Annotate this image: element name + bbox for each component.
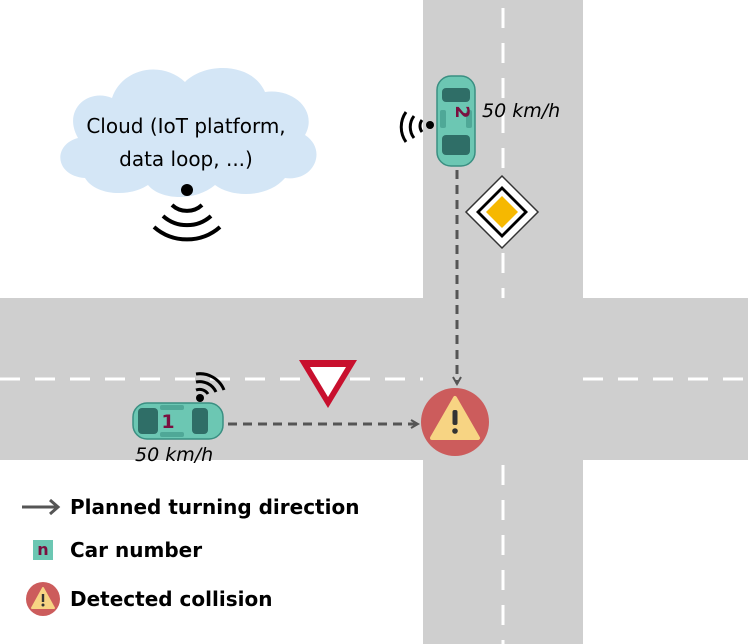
warning-icon	[430, 396, 480, 440]
legend-label-planned-direction: Planned turning direction	[70, 495, 360, 519]
legend-label-collision: Detected collision	[70, 587, 273, 611]
priority-road-sign-icon	[464, 174, 540, 250]
cloud-label-line1: Cloud (IoT platform,	[86, 114, 285, 138]
wifi-signal-icon	[152, 184, 222, 242]
legend-row-collision: Detected collision	[0, 582, 420, 616]
car-2-speed: 50 km/h	[482, 100, 560, 122]
legend-label-car-number: Car number	[70, 538, 203, 562]
legend-row-planned-direction: Planned turning direction	[0, 490, 420, 524]
car-2-number: 2	[451, 105, 473, 118]
car-2: 2	[436, 75, 476, 167]
arrow-icon	[22, 498, 61, 516]
collision-legend-icon	[26, 582, 60, 616]
legend-row-car-number: n Car number	[0, 533, 420, 567]
collision-marker	[421, 388, 489, 456]
cloud-label-line2: data loop, ...)	[119, 147, 253, 171]
cloud: Cloud (IoT platform, data loop, ...)	[60, 68, 317, 242]
legend: Planned turning direction n Car number D…	[0, 480, 420, 630]
car-1-number: 1	[161, 411, 174, 433]
car-1-speed: 50 km/h	[135, 444, 213, 466]
wifi-signal-icon	[399, 111, 434, 143]
wifi-signal-icon	[195, 372, 226, 402]
cloud-shape	[60, 68, 317, 198]
car-number-symbol: n	[33, 540, 53, 560]
yield-sign-icon	[299, 360, 357, 408]
car-1: 1	[132, 402, 224, 440]
